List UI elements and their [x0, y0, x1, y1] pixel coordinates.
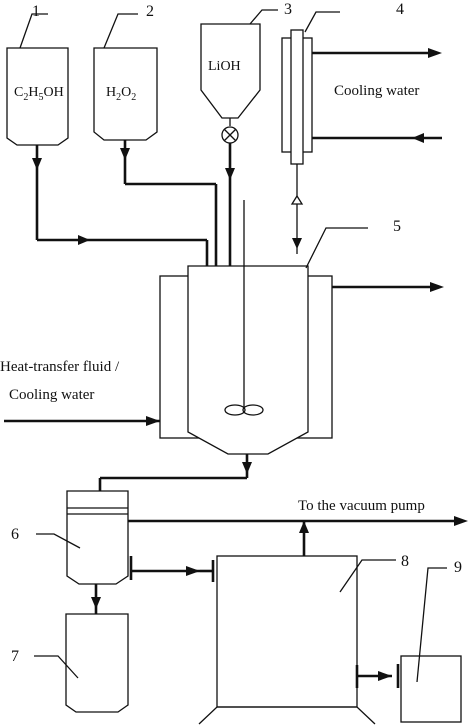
unit-8-number: 8 [401, 553, 409, 570]
arrow-icon [242, 462, 252, 474]
arrow-icon [454, 516, 468, 526]
unit-9-number: 9 [454, 559, 462, 576]
vessel-3-number: 3 [284, 1, 292, 18]
arrow-icon [78, 235, 90, 245]
arrow-icon [292, 238, 302, 249]
condenser-4-number: 4 [396, 1, 404, 18]
vessel-1: C2H5OH 1 [6, 3, 69, 146]
vacuum-pump-label: To the vacuum pump [298, 498, 425, 514]
vessel-2-chemical: H2O2 [106, 85, 136, 103]
separator-6-number: 6 [11, 526, 19, 543]
vessel-1-number: 1 [32, 3, 40, 20]
arrow-icon [378, 671, 392, 681]
vessel-3-chemical: LiOH [208, 59, 241, 74]
arrow-icon [225, 168, 235, 180]
reactor-5: 5 Heat-transfer fluid / Cooling water [0, 200, 444, 491]
heat-transfer-fluid-label: Heat-transfer fluid / [0, 359, 120, 375]
vessel-2-number: 2 [146, 3, 154, 20]
receiver-7-number: 7 [11, 648, 19, 665]
feed-lines [32, 140, 235, 266]
arrow-icon [186, 566, 200, 576]
arrow-icon [91, 597, 101, 609]
arrow-icon [412, 133, 424, 143]
condenser-4: 4 Cooling water [281, 1, 442, 254]
arrow-icon [146, 416, 160, 426]
arrow-icon [299, 521, 309, 533]
vessel-1-chemical: C2H5OH [14, 85, 64, 103]
arrow-icon [428, 48, 442, 58]
receiver-7: 7 [11, 613, 129, 713]
vessel-2: H2O2 2 [93, 3, 158, 141]
check-valve-icon [290, 194, 304, 205]
stirrer-icon [224, 404, 264, 416]
reactor-5-number: 5 [393, 218, 401, 235]
vessel-3: LiOH 3 [200, 1, 292, 144]
arrow-icon [32, 158, 42, 170]
separator-6: 6 To the vacuum pump [11, 490, 468, 614]
arrow-icon [120, 148, 130, 160]
unit-8: 8 [198, 553, 409, 725]
unit-9: 9 [400, 559, 462, 723]
cooling-water-label: Cooling water [334, 83, 419, 99]
arrow-icon [430, 282, 444, 292]
heat-transfer-cooling-label: Cooling water [9, 387, 94, 403]
valve-icon [221, 118, 239, 144]
